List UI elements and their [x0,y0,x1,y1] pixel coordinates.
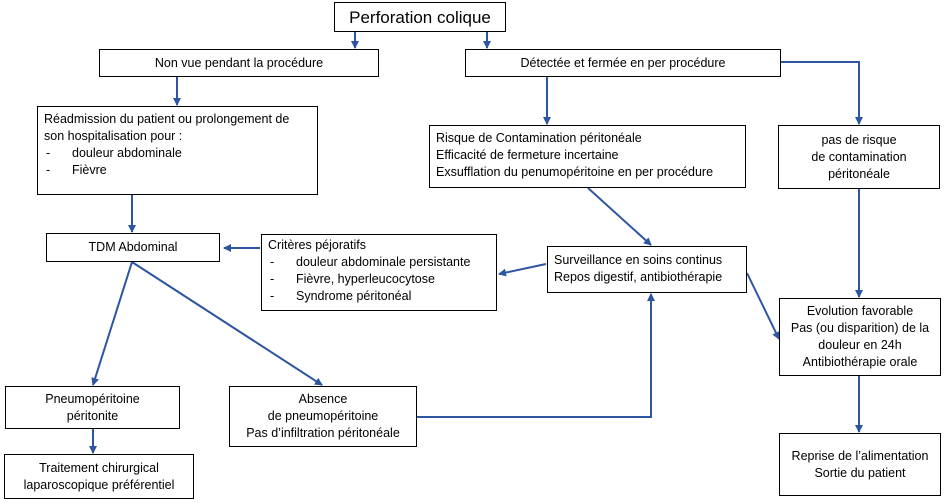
node-text: péritonéale [828,166,890,181]
node-risque: Risque de Contamination péritonéale Effi… [429,125,746,188]
node-text: Non vue pendant la procédure [154,55,324,70]
node-evolution-favorable: Evolution favorable Pas (ou disparition)… [779,298,941,376]
node-text: Pneumopéritoine [45,391,140,406]
node-text: douleur en 24h [818,338,902,352]
node-criteres-pejoratifs: Critères péjoratifs douleur abdominale p… [261,234,497,311]
node-non-vue: Non vue pendant la procédure [99,49,379,77]
node-text: Réadmission du patient ou prolongement d… [44,112,290,126]
node-text: de pneumopéritoine [267,409,379,423]
node-text: laparoscopique préférentiel [23,477,175,492]
node-text: Antibiothérapie orale [802,355,918,369]
list-item: douleur abdominale [44,145,311,162]
node-text: son hospitalisation pour : [44,129,183,143]
node-text: Critères péjoratifs [268,238,366,252]
list-item: Fièvre, hyperleucocytose [268,271,490,288]
node-text: Pas (ou disparition) de la [790,321,930,335]
node-text: Evolution favorable [806,304,914,318]
node-text: Absence [298,392,348,406]
node-pneumoperitoine: Pneumopéritoine péritonite [5,386,180,429]
arrow-tdm-to-pneumo [91,261,133,386]
node-readmission: Réadmission du patient ou prolongement d… [37,106,318,195]
node-text: Sortie du patient [814,465,906,480]
node-text: Détectée et fermée en per procédure [520,55,726,70]
node-text: Risque de Contamination péritonéale [436,131,642,145]
node-traitement-chirurgical: Traitement chirurgical laparoscopique pr… [4,454,194,499]
node-tdm-abdominal: TDM Abdominal [46,233,220,262]
node-text: de contamination [811,149,907,164]
arrow-surveillance-to-evolution [746,272,780,340]
node-detectee: Détectée et fermée en per procédure [465,49,781,77]
arrow-absence-to-surveillance [417,293,655,418]
node-text: péritonite [66,408,119,423]
arrow-risque-to-surveillance [587,187,652,246]
node-text: TDM Abdominal [88,240,178,254]
node-absence-pneumoperitoine: Absence de pneumopéritoine Pas d’infiltr… [229,386,417,447]
list-item: Syndrome péritonéal [268,288,490,305]
node-text: Traitement chirurgical [39,460,159,475]
node-text: Exsufflation du penumopéritoine en per p… [436,165,714,179]
node-perforation-colique: Perforation colique [334,2,506,32]
node-text: Surveillance en soins continus [554,253,723,267]
node-reprise-alimentation: Reprise de l’alimentation Sortie du pati… [779,433,941,496]
arrow-detectee-to-pasrisque [780,61,863,125]
arrow-surveillance-to-criteres [498,263,547,277]
page-title: Perforation colique [349,7,491,27]
node-text: Pas d’infiltration péritonéale [246,426,400,440]
node-text: Efficacité de fermeture incertaine [436,148,619,162]
node-text: Reprise de l’alimentation [791,448,929,463]
node-surveillance: Surveillance en soins continus Repos dig… [547,246,747,293]
list-item: douleur abdominale persistante [268,254,490,271]
arrow-tdm-to-absence [131,261,323,386]
list-item: Fièvre [44,162,311,179]
node-text: pas de risque [821,132,897,147]
node-pas-de-risque: pas de risque de contamination péritonéa… [778,125,940,189]
node-text: Repos digestif, antibiothérapie [554,270,723,284]
